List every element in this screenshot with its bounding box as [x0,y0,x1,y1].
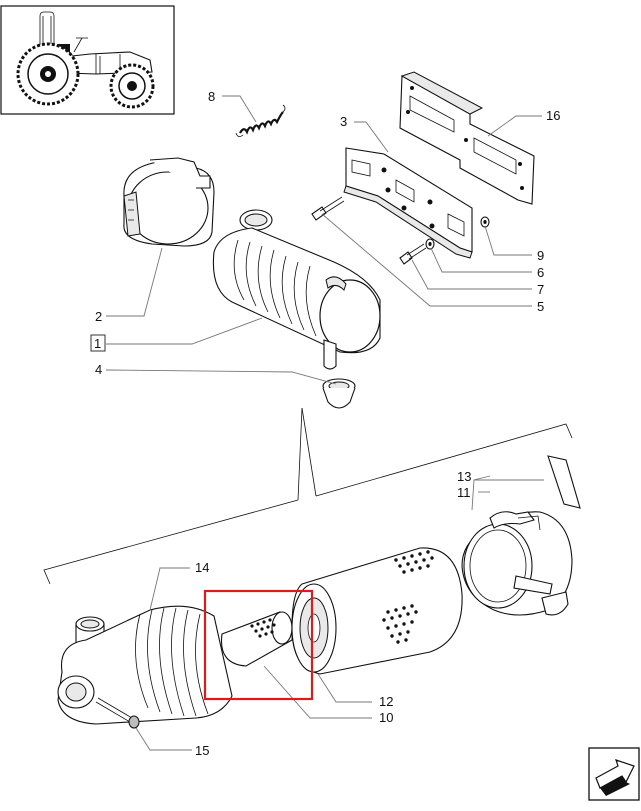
part-5-bolt [311,196,345,221]
tractor-thumbnail[interactable] [0,5,175,115]
part-4-unloader-valve [322,378,356,409]
callout-15[interactable]: 15 [195,743,209,758]
callout-14[interactable]: 14 [195,560,209,575]
part-2-mounting-band [123,157,215,247]
callout-5[interactable]: 5 [537,299,544,314]
part-11-cover [461,511,573,616]
callout-1-box [90,334,106,352]
callout-4[interactable]: 4 [95,362,102,377]
part-8-spring [235,104,286,137]
callout-13[interactable]: 13 [457,469,471,484]
callout-10[interactable]: 10 [379,710,393,725]
callout-2[interactable]: 2 [95,309,102,324]
part-10-safety-filter [220,611,293,667]
callout-1[interactable]: 1 [94,336,101,351]
part-3-bracket-plate [343,147,473,259]
leader-lines [105,95,544,751]
part-7-bolt [399,243,427,265]
callout-16[interactable]: 16 [546,108,560,123]
part-6-washer [425,238,435,250]
callout-12[interactable]: 12 [379,694,393,709]
part-13-gasket [547,455,581,509]
part-9-washer [480,216,490,228]
tractor-icon [16,11,155,109]
next-page-arrow-icon [595,759,635,796]
callout-3[interactable]: 3 [340,114,347,129]
callout-6[interactable]: 6 [537,265,544,280]
callout-8[interactable]: 8 [208,89,215,104]
part-16-bracket-plate [399,71,535,205]
part-12-main-filter [291,547,463,675]
callout-7[interactable]: 7 [537,282,544,297]
part-1-air-cleaner-housing [212,209,381,370]
callout-9[interactable]: 9 [537,248,544,263]
highlight-box [203,589,314,701]
callout-11[interactable]: 11 [457,485,471,500]
explosion-guide-lines [43,407,573,585]
next-page-arrow-button[interactable] [588,747,640,801]
part-14-housing [57,605,233,729]
